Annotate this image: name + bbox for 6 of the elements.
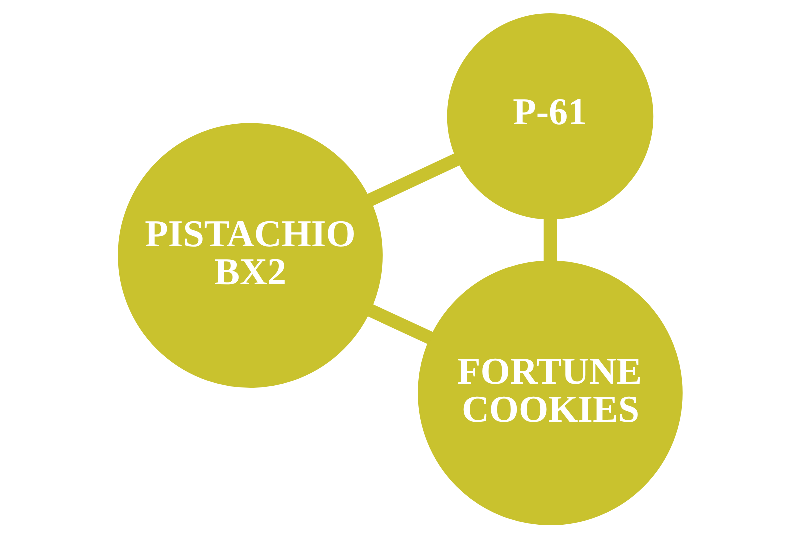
node-circle: FORTUNE COOKIES	[418, 260, 682, 526]
connector	[367, 304, 433, 344]
node-circle: PISTACHIO BX2	[118, 123, 382, 388]
connector	[366, 154, 460, 206]
node-circle: P-61	[446, 13, 654, 220]
connector	[543, 220, 557, 262]
